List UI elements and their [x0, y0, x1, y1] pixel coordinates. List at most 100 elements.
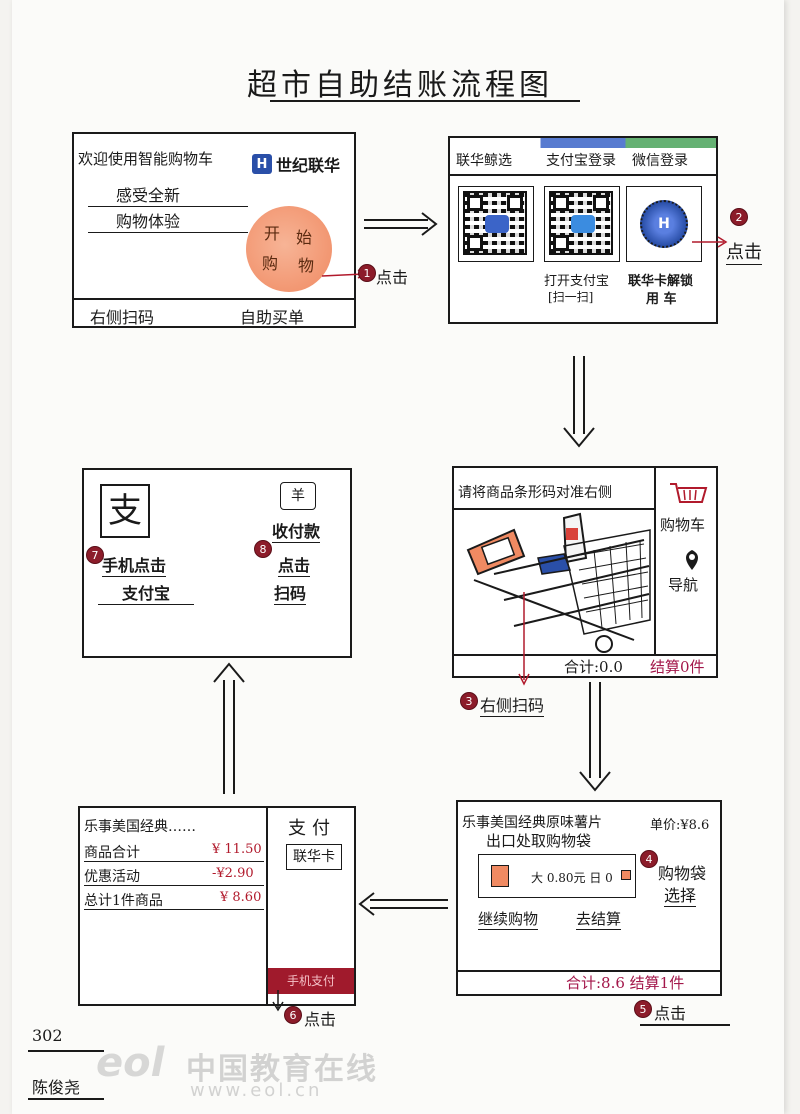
step3-pointer	[518, 592, 530, 686]
pay-card-button[interactable]: 联华卡	[286, 844, 342, 870]
start-char-1: 开	[264, 224, 281, 243]
step7-label-2: 支付宝	[98, 580, 194, 605]
bag-selector[interactable]: 大 0.80元 日 0	[478, 854, 636, 898]
footer-scan-right[interactable]: 右侧扫码	[90, 308, 155, 327]
row-label: 总计1件商品	[84, 893, 163, 909]
step1-label: 点击	[376, 268, 409, 287]
pay-column-divider	[266, 808, 268, 1004]
pay-title: 支付	[288, 818, 336, 839]
step8-badge: 8	[254, 540, 272, 558]
bag-icon	[491, 865, 509, 887]
step7-label: 手机点击	[102, 552, 167, 577]
class-number: 302	[32, 1026, 63, 1045]
bag-prompt: 出口处取购物袋	[486, 832, 592, 850]
step6-label: 点击	[304, 1010, 337, 1029]
step5-underline	[640, 1024, 730, 1026]
row-label: 商品合计	[84, 845, 140, 861]
page-title: 超市自助结账流程图	[247, 68, 553, 103]
footer-self-checkout[interactable]: 自助买单	[240, 308, 305, 327]
step2-pointer	[692, 236, 728, 248]
payment-code-icon[interactable]: 羊	[280, 482, 316, 510]
bottom-divider	[458, 970, 720, 972]
step2-label: 点击	[726, 238, 762, 265]
step2-badge: 2	[730, 208, 748, 226]
order-product-name: 乐事美国经典……	[84, 819, 196, 835]
panel-welcome-screen: 欢迎使用智能购物车 H 世纪联华 感受全新 购物体验 开 始 购 物 右侧扫码 …	[72, 132, 356, 328]
watermark-url: www.eol.cn	[190, 1080, 323, 1101]
side-divider	[654, 468, 656, 654]
panel-login-screen: 联华鲸选 支付宝登录 微信登录 H 打开支付宝 [扫一扫] 联华卡解锁 用 车	[448, 136, 718, 324]
step8-label: 点击	[278, 552, 311, 577]
mobile-pay-button[interactable]: 手机支付	[268, 968, 354, 994]
panel-scan-screen: 请将商品条形码对准右侧 购物车 导航 合计:0.0 结算0件	[452, 466, 718, 678]
pay-receive-label[interactable]: 收付款	[272, 518, 321, 543]
brand-logo-icon: H	[252, 154, 272, 174]
start-char-3: 购	[262, 254, 279, 273]
instruction-divider	[454, 508, 654, 510]
tab-divider	[450, 174, 716, 176]
arrow-up-1	[213, 662, 245, 794]
order-row-subtotal: 商品合计 ¥ 11.50	[84, 840, 264, 862]
step3-label: 右侧扫码	[480, 692, 545, 717]
step1-badge: 1	[358, 264, 376, 282]
card-unlock-icon: H	[640, 200, 688, 248]
scan-checkout-button[interactable]: 结算0件	[650, 658, 705, 676]
watermark-cn: 中国教育在线	[186, 1052, 378, 1087]
arrow-down-1	[563, 356, 595, 448]
row-value: ¥ 11.50	[212, 842, 262, 857]
bag-plus-icon[interactable]	[621, 870, 631, 880]
scan-total: 合计:0.0	[564, 658, 623, 676]
tab-wechat-login[interactable]: 微信登录	[632, 153, 688, 169]
card-unlock[interactable]: H	[626, 186, 702, 262]
start-char-2: 始	[296, 228, 313, 247]
author-underline	[28, 1098, 104, 1100]
bottom-divider	[454, 654, 716, 656]
qr-card-1[interactable]	[458, 186, 534, 262]
tab-lianhua[interactable]: 联华鲸选	[456, 153, 512, 169]
go-checkout-button[interactable]: 去结算	[576, 910, 622, 930]
step5-badge: 5	[634, 1000, 652, 1018]
title-underline	[270, 100, 580, 102]
tab-bar-bg	[450, 138, 716, 148]
arrow-right-1	[364, 212, 438, 236]
cart-icon[interactable]	[668, 480, 708, 510]
watermark-logo: eol	[96, 1040, 165, 1086]
qr-card-2[interactable]	[544, 186, 620, 262]
start-shopping-button[interactable]: 开 始 购 物	[246, 206, 332, 292]
cart-label[interactable]: 购物车	[660, 516, 706, 534]
row-value: -¥2.90	[212, 866, 254, 881]
step3-badge: 3	[460, 692, 478, 710]
step7-badge: 7	[86, 546, 104, 564]
continue-shopping-button[interactable]: 继续购物	[478, 910, 539, 930]
tagline-2: 购物体验	[88, 208, 248, 233]
brand-name: 世纪联华	[276, 156, 341, 175]
alipay-icon[interactable]: 支	[100, 484, 150, 538]
start-char-4: 物	[298, 256, 315, 275]
scan-instruction: 请将商品条形码对准右侧	[458, 485, 612, 501]
qr-code-icon	[463, 191, 527, 255]
tab-alipay-login[interactable]: 支付宝登录	[546, 153, 616, 169]
location-pin-icon[interactable]	[682, 548, 702, 572]
nav-label[interactable]: 导航	[668, 576, 699, 594]
footer-divider	[74, 298, 354, 300]
class-underline	[28, 1050, 104, 1052]
order-row-total: 总计1件商品 ¥ 8.60	[84, 888, 264, 910]
panel-product-screen: 乐事美国经典原味薯片 单价:¥8.6 出口处取购物袋 大 0.80元 日 0 继…	[456, 800, 722, 996]
step5-label: 点击	[654, 1004, 687, 1023]
arrow-down-2	[579, 682, 611, 792]
unit-price: 单价:¥8.6	[650, 818, 710, 833]
caption-open-alipay: 打开支付宝	[544, 274, 610, 289]
panel-payment-screen: 乐事美国经典…… 商品合计 ¥ 11.50 优惠活动 -¥2.90 总计1件商品…	[78, 806, 356, 1006]
step4-badge: 4	[640, 850, 658, 868]
qr-code-icon	[549, 191, 613, 255]
row-value: ¥ 8.60	[220, 890, 262, 905]
step4-label: 购物袋	[658, 864, 707, 883]
bag-option-text: 大 0.80元 日 0	[531, 871, 613, 885]
step8-label-2: 扫码	[274, 580, 307, 605]
product-summary-checkout[interactable]: 合计:8.6 结算1件	[566, 974, 685, 992]
cart-scene-illustration	[466, 512, 651, 653]
panel-alipay-screen: 支 7 手机点击 支付宝 羊 收付款 8 点击 扫码	[82, 468, 352, 658]
row-label: 优惠活动	[84, 869, 140, 885]
order-row-discount: 优惠活动 -¥2.90	[84, 864, 264, 886]
step6-pointer	[272, 990, 284, 1012]
